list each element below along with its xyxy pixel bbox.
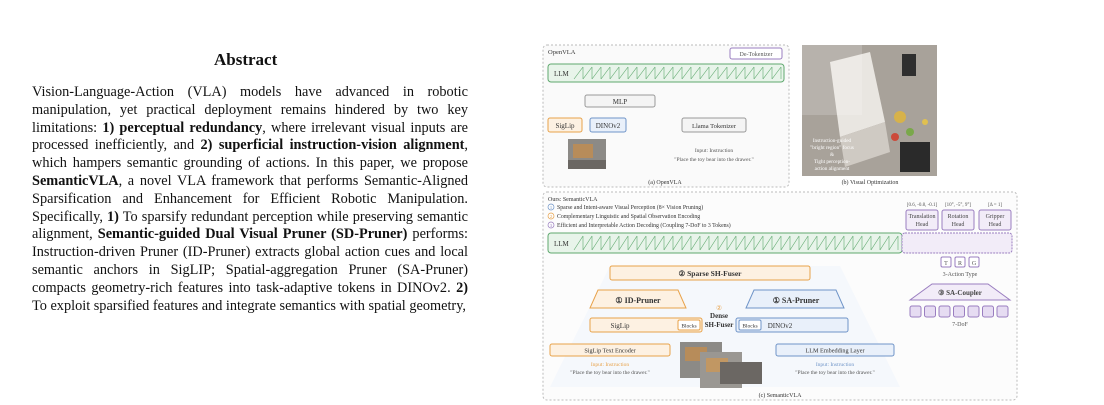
token-r: R xyxy=(958,261,962,267)
semvla-instruction-right: "Place the toy bear into the drawer." xyxy=(795,370,874,376)
dof-token xyxy=(924,305,936,318)
dof-token xyxy=(953,305,965,318)
range-gripper: [Δ = 1] xyxy=(988,203,1002,208)
openvla-dinov2-label: DINOv2 xyxy=(596,122,621,130)
mlp-label: MLP xyxy=(613,98,628,106)
openvla-instruction: "Place the toy bear into the drawer." xyxy=(674,157,753,163)
sa-pruner-block xyxy=(745,289,845,309)
visual-opt-note-amp: & xyxy=(830,152,834,158)
siglip-blocks-label: Blocks xyxy=(681,324,696,330)
gripper-head-2: Head xyxy=(989,222,1002,228)
token-g: G xyxy=(972,261,977,267)
dof-label: 7-DoF xyxy=(952,322,968,328)
range-translation: [0.6, -0.8, -0.1] xyxy=(907,203,938,208)
openvla-title: OpenVLA xyxy=(548,49,576,56)
sa-coupler-label: ③ SA-Coupler xyxy=(938,289,982,297)
id-pruner-label: ① ID-Pruner xyxy=(615,296,661,305)
dof-token xyxy=(996,305,1009,318)
llm-embedding-label: LLM Embedding Layer xyxy=(805,348,864,355)
visual-opt-note-2: "bright region" focus xyxy=(810,144,854,151)
abstract-text-segment: Vision-Language-Action (VLA) models have… xyxy=(32,84,468,136)
point-2-number: 2 xyxy=(550,214,552,219)
dense-fuser-number: ② xyxy=(716,304,722,312)
dof-token xyxy=(967,305,980,318)
semanticvla-llm-connections xyxy=(573,235,899,251)
openvla-scene-image xyxy=(568,139,606,169)
visual-opt-note-1: Instruction-guided xyxy=(813,138,852,144)
gripper-head-1: Gripper xyxy=(986,214,1005,220)
point-3-number: 3 xyxy=(550,223,553,228)
openvla-siglip-label: SigLip xyxy=(555,122,575,130)
abstract-text-segment: To sparsify redundant perception while p… xyxy=(32,208,468,243)
token-t: T xyxy=(944,261,948,267)
point-2: Complementary Linguistic and Spatial Obs… xyxy=(557,214,700,220)
method-figure: OpenVLA De-Tokenizer LLM MLP SigLip DINO… xyxy=(542,44,1018,401)
abstract-text-segment: performs: Instruction-driven Pruner (ID-… xyxy=(32,226,469,296)
translation-head-1: Translation xyxy=(908,214,935,220)
caption-visual-opt: (b) Visual Optimization xyxy=(842,179,899,186)
id-pruner-block xyxy=(589,289,687,309)
abstract-bold-term: 2) superficial instruction-vision alignm… xyxy=(200,137,465,154)
dinov2-blocks-label: Blocks xyxy=(742,324,757,330)
range-rotation: [10°, -5°, 9°] xyxy=(945,203,971,208)
dense-fuser-label-1: Dense xyxy=(710,312,728,320)
abstract-text-segment: To exploit sparsified features and integ… xyxy=(32,297,466,314)
detokenizer-label: De-Tokenizer xyxy=(740,52,773,58)
openvla-llm-connections xyxy=(573,66,782,80)
semvla-input-label-right: Input: Instruction xyxy=(816,362,855,368)
abstract-text-segment: , a novel VLA framework that performs Se… xyxy=(32,172,468,225)
abstract-heading: Abstract xyxy=(214,50,278,69)
semvla-input-label-left: Input: Instruction xyxy=(591,362,630,368)
openvla-llm-label: LLM xyxy=(554,70,570,78)
panel-openvla: OpenVLA De-Tokenizer LLM MLP SigLip DINO… xyxy=(542,44,790,188)
semvla-siglip-block xyxy=(589,317,703,333)
abstract-bold-term: 1) perceptual redundancy xyxy=(102,119,263,136)
panel-visual-optimization: Instruction-guided "bright region" focus… xyxy=(802,45,937,187)
semvla-dinov2-block xyxy=(735,317,849,333)
openvla-input-label: Input: Instruction xyxy=(695,148,734,154)
visual-opt-note-4: action alignment xyxy=(815,166,850,172)
abstract-text-segment: , where irrelevant visual inputs are pro… xyxy=(32,119,468,154)
rotation-head-2: Head xyxy=(952,222,965,228)
dof-token xyxy=(982,305,994,318)
siglip-text-encoder xyxy=(549,343,671,357)
semvla-siglip-label: SigLip xyxy=(610,322,630,330)
visual-opt-note-3: Tight perception- xyxy=(814,159,850,165)
semvla-instruction-left: "Place the toy bear into the drawer." xyxy=(570,370,649,376)
abstract-text-segment: , which hampers semantic grounding of ac… xyxy=(32,137,468,172)
dof-tokens xyxy=(909,305,1009,318)
point-1-number: 1 xyxy=(550,205,552,210)
openvla-llm-block xyxy=(547,63,785,83)
semvla-dinov2-label: DINOv2 xyxy=(768,322,793,330)
semvla-scene-images xyxy=(680,342,762,388)
abstract-bold-term: 1) xyxy=(107,208,119,225)
panel-semanticvla: Ours: SemanticVLA 1 Sparse and Intent-aw… xyxy=(542,191,1018,401)
dense-fuser-label-2: SH-Fuser xyxy=(705,321,734,329)
sa-pruner-label: ① SA-Pruner xyxy=(773,296,820,305)
abstract-bold-term: 2) xyxy=(456,279,468,296)
llm-embedding-layer xyxy=(775,343,895,357)
dof-token xyxy=(938,305,951,318)
point-3: Efficient and Interpretable Action Decod… xyxy=(557,222,731,229)
sa-coupler-block xyxy=(908,283,1012,301)
caption-semanticvla: (c) SemanticVLA xyxy=(759,392,802,399)
dof-token xyxy=(909,305,922,318)
caption-openvla: (a) OpenVLA xyxy=(648,179,682,186)
action-type-label: 3-Action Type xyxy=(943,272,978,278)
translation-head-2: Head xyxy=(916,222,929,228)
abstract-bold-term: Semantic-guided Dual Visual Pruner (SD-P… xyxy=(97,226,408,243)
abstract-bold-term: SemanticVLA xyxy=(32,172,119,189)
semanticvla-title: Ours: SemanticVLA xyxy=(548,197,598,203)
sparse-sh-fuser xyxy=(609,265,811,281)
point-1: Sparse and Intent-aware Visual Perceptio… xyxy=(557,204,703,211)
sparse-fuser-label: ② Sparse SH-Fuser xyxy=(679,269,743,278)
rotation-head-1: Rotation xyxy=(948,214,969,220)
semanticvla-llm-label: LLM xyxy=(554,240,570,248)
siglip-text-encoder-label: SigLip Text Encoder xyxy=(584,348,635,355)
llama-tokenizer-label: Llama Tokenizer xyxy=(692,123,737,130)
abstract-body: Vision-Language-Action (VLA) models have… xyxy=(32,84,468,315)
